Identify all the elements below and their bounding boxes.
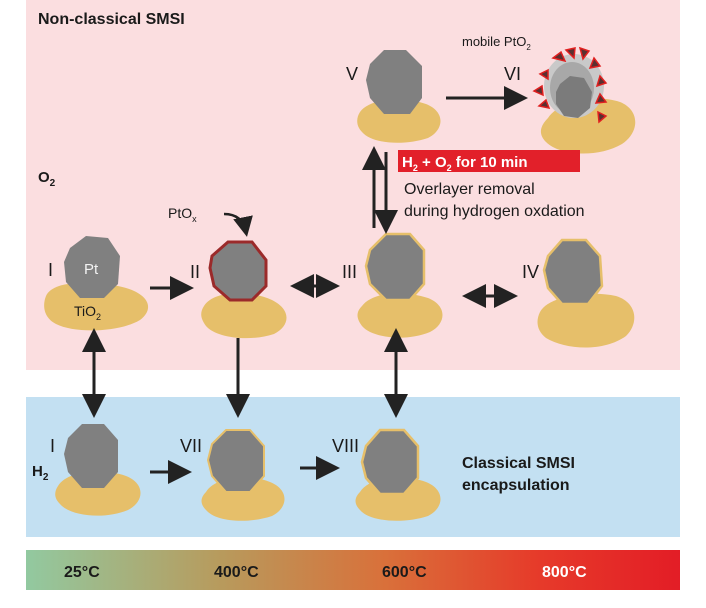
h2-o2-banner (398, 150, 580, 172)
state-i-top: Pt TiO2 I (44, 236, 149, 331)
pt-particle (360, 428, 420, 496)
state-iv-label: IV (522, 262, 539, 282)
pt-particle (64, 236, 120, 298)
temp-800: 800°C (542, 564, 587, 581)
tio2-support (357, 99, 441, 143)
pt-particle (364, 232, 426, 302)
state-vi-label: VI (504, 64, 521, 84)
mobile-pto2-label: mobile PtO2 (462, 34, 531, 52)
pt-particle (542, 238, 604, 306)
state-viii-label: VIII (332, 436, 359, 456)
classical-smsi-line2: encapsulation (462, 477, 570, 494)
state-vi: mobile PtO2 VI (462, 34, 636, 154)
pt-particle (366, 50, 422, 114)
temp-600: 600°C (382, 564, 427, 581)
state-ii: II PtOx (168, 205, 287, 339)
classical-smsi-line1: Classical SMSI (462, 455, 575, 472)
tio2-support (537, 293, 635, 348)
pt-particle (206, 429, 265, 493)
o2-label: O2 (38, 169, 56, 189)
state-i-bottom-label: I (50, 436, 55, 456)
ptox-shell (208, 240, 268, 302)
classical-panel (26, 397, 680, 537)
ptox-arrow (223, 212, 253, 237)
pt-particle (556, 76, 592, 118)
h2-o2-banner-text: H2 + O2 for 10 min (402, 154, 528, 173)
ptox-label: PtOx (168, 205, 197, 224)
tio2-support (201, 293, 287, 339)
state-iii-label: III (342, 262, 357, 282)
pt-particle (64, 424, 118, 488)
h2-label: H2 (32, 463, 49, 483)
panel-title: Non-classical SMSI (38, 11, 185, 28)
tio2-support (55, 471, 141, 516)
tio2-label: TiO2 (74, 303, 101, 322)
state-ii-label: II (190, 262, 200, 282)
state-i-label: I (48, 260, 53, 280)
state-v-label: V (346, 64, 358, 84)
temperature-gradient-bar (26, 550, 680, 590)
temp-25: 25°C (64, 564, 100, 581)
state-i-bottom: I (50, 424, 141, 516)
temp-400: 400°C (214, 564, 259, 581)
arrows (82, 86, 528, 484)
state-v: V (346, 50, 441, 143)
state-viii: VIII (332, 428, 441, 521)
state-vii-label: VII (180, 436, 202, 456)
mobile-pto2-species (532, 46, 608, 124)
state-iii: III (342, 232, 443, 338)
tio2-support (357, 293, 443, 338)
state-vii: VII (180, 429, 285, 521)
tio2-support (44, 282, 149, 331)
overlayer-line2: during hydrogen oxdation (404, 203, 585, 220)
pt-label: Pt (84, 261, 99, 278)
state-iv: IV (522, 238, 635, 348)
overlayer-line1: Overlayer removal (404, 181, 535, 198)
